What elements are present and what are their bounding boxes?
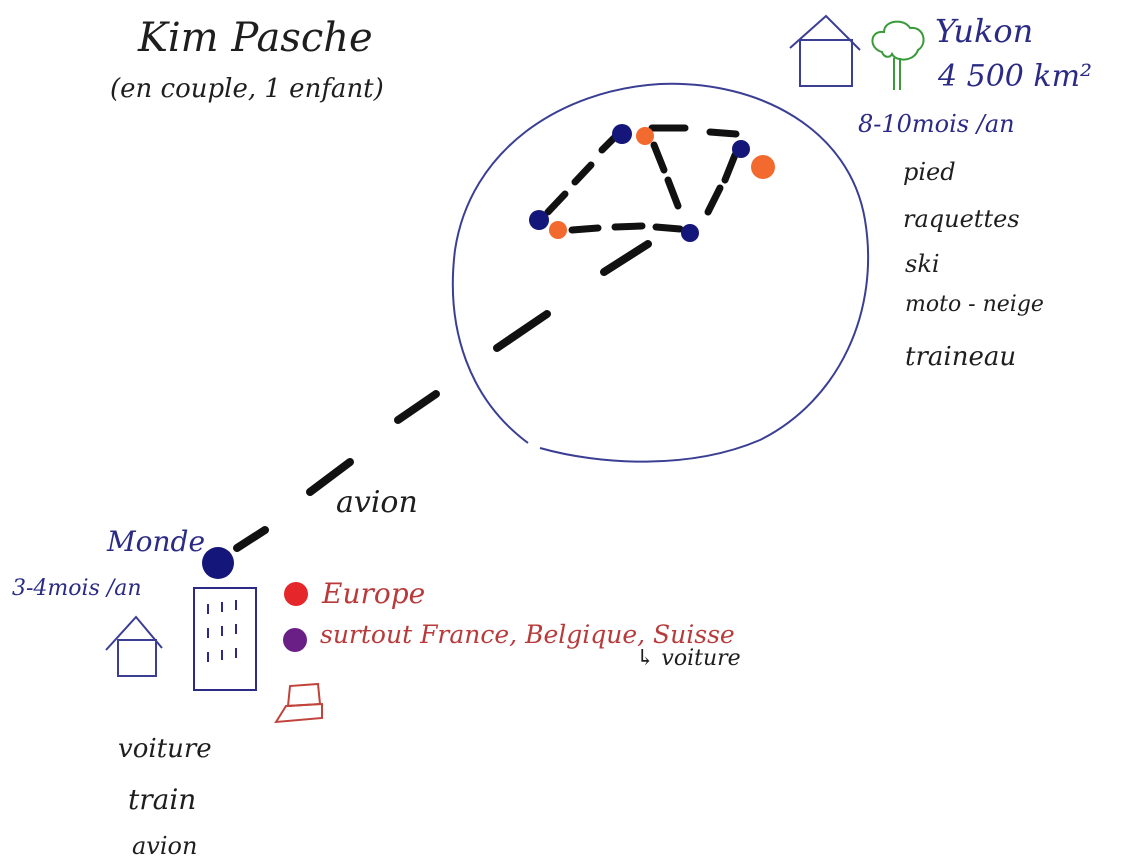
stop-marker-navy xyxy=(732,140,750,158)
yukon-stops xyxy=(529,124,775,242)
area-label: 4 500 km² xyxy=(938,59,1093,94)
yukon-route xyxy=(544,124,740,234)
stop-marker-orange xyxy=(751,155,775,179)
legend-label-europe: Europe xyxy=(322,577,426,610)
legend-dot-priority xyxy=(283,628,307,652)
yukon-duration: 8-10mois /an xyxy=(858,110,1015,138)
building-icon xyxy=(193,587,257,691)
stop-marker-orange xyxy=(549,221,567,239)
world-marker xyxy=(202,547,234,579)
person-name: Kim Pasche xyxy=(138,15,373,61)
legend-dot-europe xyxy=(284,582,308,606)
flight-route xyxy=(233,240,652,552)
household-note: (en couple, 1 enfant) xyxy=(110,74,384,104)
transport-item: train xyxy=(128,783,197,816)
stop-marker-navy xyxy=(612,124,632,144)
transport-item: voiture xyxy=(118,734,212,764)
yukon-circle xyxy=(451,82,870,463)
transport-item: moto - neige xyxy=(905,292,1044,317)
region-label: Yukon xyxy=(935,12,1034,50)
transport-item: avion xyxy=(132,832,198,860)
world-duration: 3-4mois /an xyxy=(12,576,142,601)
stop-marker-orange xyxy=(636,127,654,145)
route-label: avion xyxy=(336,485,418,520)
world-label: Monde xyxy=(107,525,206,558)
sub-note: ↳ voiture xyxy=(636,646,741,671)
stop-marker-navy xyxy=(681,224,699,242)
tree-icon xyxy=(871,20,925,90)
house-icon xyxy=(789,14,861,87)
laptop-icon xyxy=(274,682,323,724)
transport-item: raquettes xyxy=(903,205,1020,233)
stop-marker-navy xyxy=(529,210,549,230)
transport-item: ski xyxy=(905,250,940,278)
house-icon xyxy=(105,615,163,677)
legend-label-priority: surtout France, Belgique, Suisse xyxy=(320,620,735,649)
transport-item: traineau xyxy=(905,342,1017,372)
transport-item: pied xyxy=(903,158,956,186)
